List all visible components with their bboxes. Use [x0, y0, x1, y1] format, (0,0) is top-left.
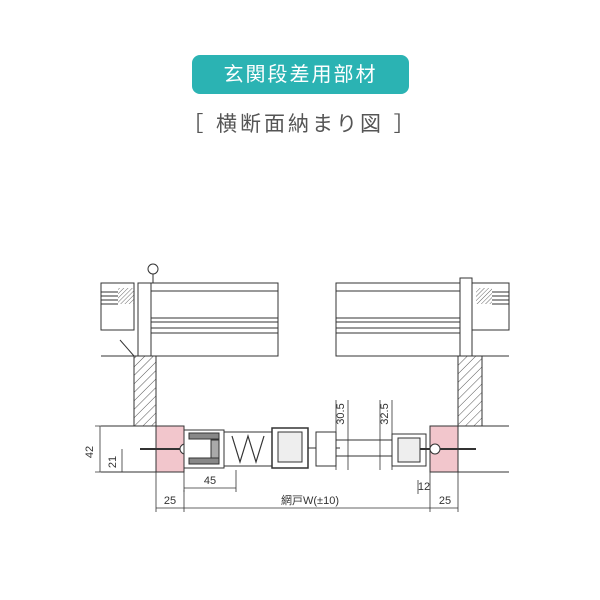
dim-12-label: 12	[418, 481, 430, 493]
subtitle: ［ 横断面納まり図 ］	[182, 112, 418, 136]
wall-right	[457, 355, 509, 427]
lower-assembly	[101, 425, 509, 473]
title-badge: 玄関段差用部材	[192, 55, 409, 94]
dim-screen-width-label: 網戸W(±10)	[281, 493, 339, 507]
dim-30-5-label: 30.5	[335, 403, 347, 424]
dim-left-25-label: 25	[164, 495, 176, 507]
existing-sash-top	[100, 263, 510, 357]
dim-42-label: 42	[84, 446, 96, 458]
wall-left	[101, 339, 157, 427]
dim-45-label: 45	[204, 475, 216, 487]
dim-21-label: 21	[107, 456, 119, 468]
dim-right-25-label: 25	[439, 495, 451, 507]
dim-32-5-label: 32.5	[379, 403, 391, 424]
dimension-lines	[95, 400, 459, 512]
